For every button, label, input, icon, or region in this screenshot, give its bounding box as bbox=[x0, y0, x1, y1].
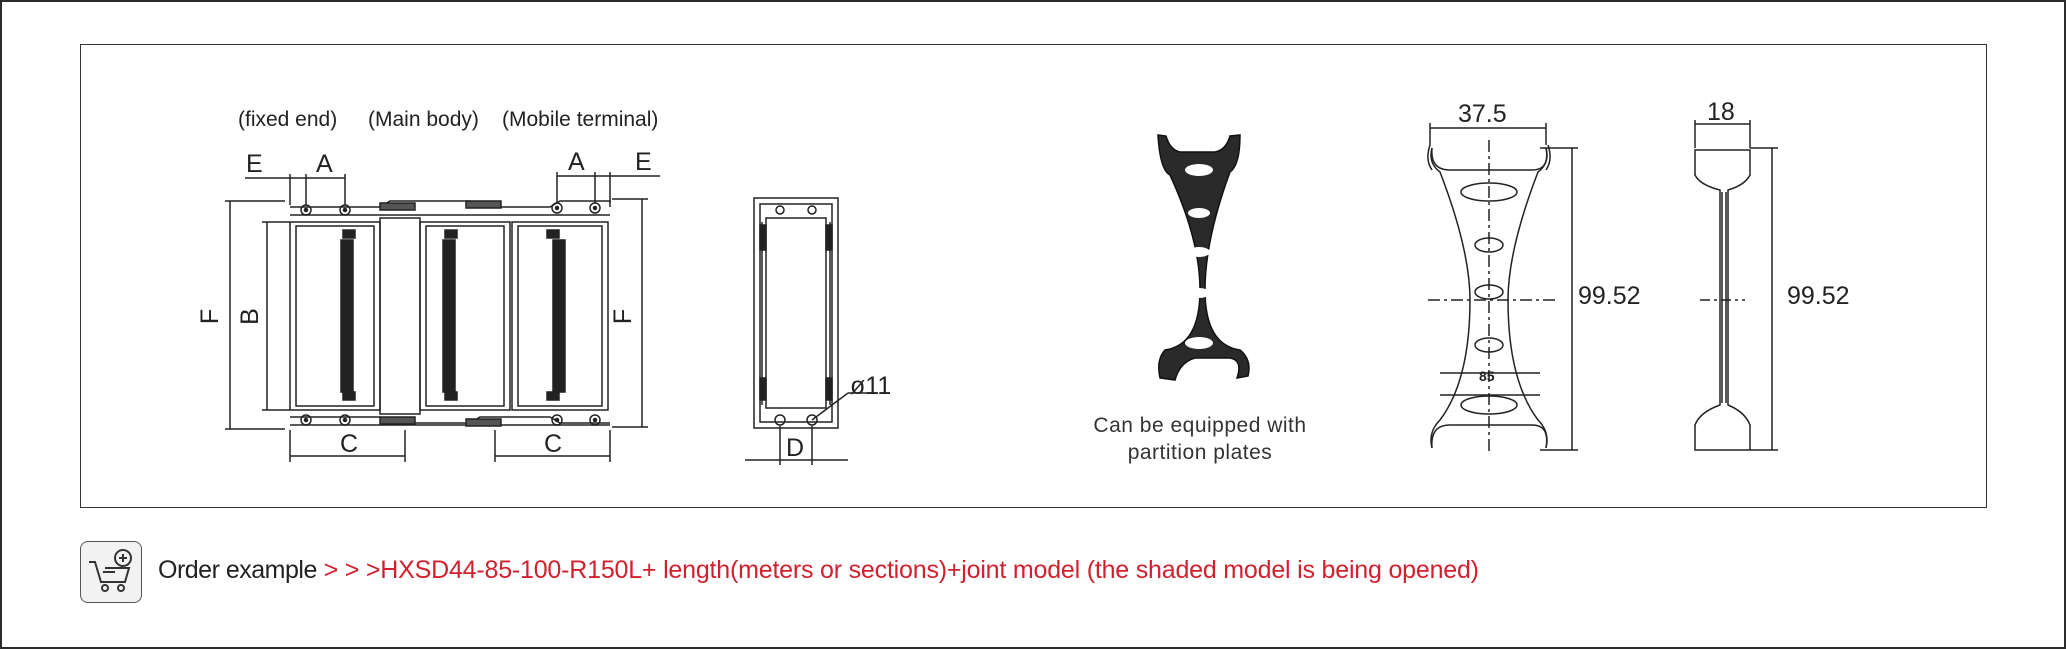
separator-side-view bbox=[1694, 120, 1778, 451]
main-body-label: (Main body) bbox=[368, 108, 479, 131]
drawing-panel bbox=[80, 44, 1987, 508]
fixed-end-label: (fixed end) bbox=[238, 108, 338, 131]
cart-add-icon-glyph bbox=[89, 549, 132, 592]
dim-d: D bbox=[786, 434, 805, 462]
dim-b: B bbox=[235, 308, 264, 325]
dim-height-side: 99.52 bbox=[1787, 282, 1850, 310]
partition-plate-image bbox=[1157, 134, 1250, 381]
dim-height-separator: 99.52 bbox=[1578, 282, 1641, 310]
order-example: Order example > > >HXSD44-85-100-R150L+ … bbox=[158, 556, 1479, 585]
chain-side-view bbox=[225, 172, 660, 462]
order-code: > > >HXSD44-85-100-R150L+ length(meters … bbox=[316, 556, 1479, 584]
dim-f-right: F bbox=[609, 308, 638, 325]
dim-c-right: C bbox=[544, 430, 563, 458]
dim-f-left: F bbox=[196, 308, 225, 325]
caption-line-2: partition plates bbox=[1127, 441, 1273, 464]
dim-hole: ø11 bbox=[850, 372, 892, 400]
dim-thickness-separator: 18 bbox=[1707, 98, 1735, 126]
dim-e-right: E bbox=[635, 148, 652, 176]
partition-caption: Can be equipped with partition plates bbox=[1050, 412, 1350, 466]
order-prefix: Order example bbox=[158, 556, 317, 584]
chain-front-view bbox=[745, 197, 872, 465]
dim-width-separator: 37.5 bbox=[1458, 100, 1507, 128]
dim-a-left: A bbox=[316, 150, 333, 178]
dim-c-left: C bbox=[340, 430, 359, 458]
dim-a-right: A bbox=[568, 148, 585, 176]
separator-outline-view bbox=[1427, 123, 1578, 455]
caption-line-1: Can be equipped with bbox=[1093, 414, 1307, 437]
cart-add-icon bbox=[80, 541, 142, 603]
mobile-terminal-label: (Mobile terminal) bbox=[502, 108, 659, 131]
inner-mark: 85 bbox=[1479, 368, 1495, 384]
dim-e-left: E bbox=[246, 150, 263, 178]
